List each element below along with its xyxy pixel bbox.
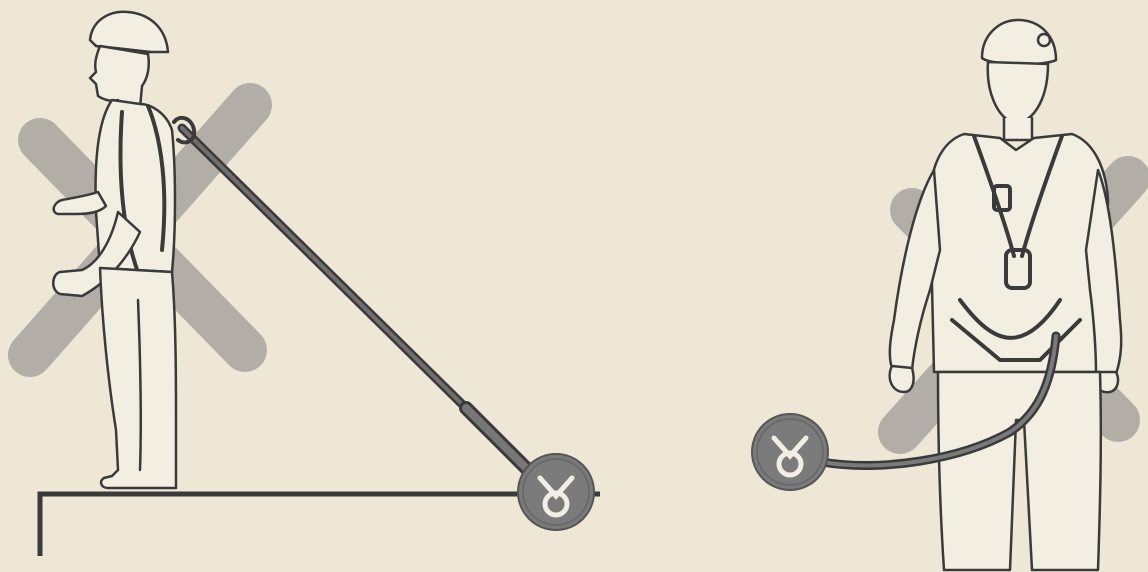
helmet-front <box>982 20 1056 64</box>
head-side <box>90 46 149 108</box>
head-front <box>988 62 1048 124</box>
lanyard-left <box>174 118 528 470</box>
legs-front <box>938 372 1101 570</box>
left-panel <box>30 12 600 556</box>
worker-front-figure <box>890 20 1122 570</box>
fall-arrest-device-left <box>518 454 594 530</box>
platform-edge <box>40 494 600 556</box>
worker-side-figure <box>53 12 176 488</box>
fall-arrest-device-right <box>752 414 828 490</box>
right-panel <box>752 20 1128 570</box>
